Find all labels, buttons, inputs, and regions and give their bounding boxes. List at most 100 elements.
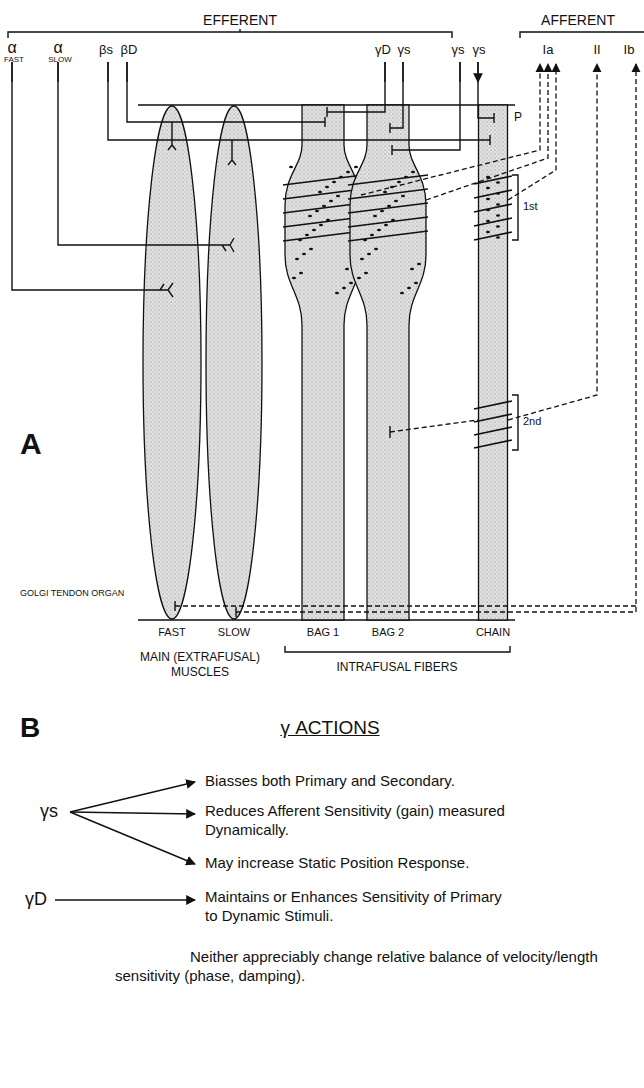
action-arrow (70, 812, 195, 814)
nucleus (377, 229, 381, 232)
region-label: 2nd (523, 415, 541, 429)
nucleus (342, 287, 346, 290)
action-arrow (55, 899, 195, 900)
nucleus (380, 210, 384, 213)
nucleus (486, 187, 490, 190)
nucleus (325, 186, 329, 189)
gamma-s-axon (390, 62, 403, 133)
coil-turn (474, 204, 512, 212)
nucleus (292, 277, 296, 280)
secondary-bracket (512, 395, 518, 450)
ia-afferent (361, 64, 540, 195)
fibre-label: BAG 2 (372, 626, 404, 638)
coil-turn (348, 217, 428, 227)
efferent-name: γs (40, 800, 58, 823)
group-label: INTRAFUSAL FIBERS (337, 660, 458, 675)
axon-name: FAST (4, 55, 24, 65)
axon-name: γD (375, 42, 391, 58)
nucleus (295, 258, 299, 261)
fibre-outline (478, 105, 508, 620)
region-label: P (514, 110, 522, 125)
nucleus (410, 268, 414, 271)
gamma-d-axon (327, 62, 385, 117)
nucleus (400, 292, 404, 295)
nucleus (289, 166, 293, 169)
capsule-line (138, 105, 515, 620)
nucleus (354, 166, 358, 169)
alpha-slow-axon (58, 62, 234, 252)
fibre-label: CHAIN (476, 626, 510, 638)
fibre-outline (142, 105, 202, 620)
action-text: Reduces Afferent Sensitivity (gain) meas… (205, 802, 505, 840)
nucleus (486, 231, 490, 234)
bag-fibre: BAG 2 (348, 105, 428, 620)
nucleus (486, 176, 490, 179)
group-label: MAIN (EXTRAFUSAL) MUSCLES (135, 650, 265, 680)
nucleus (346, 171, 350, 174)
nucleus (397, 181, 401, 184)
nucleus (367, 253, 371, 256)
axon-name: γs (452, 42, 465, 58)
fibre-body (206, 106, 262, 619)
nucleus (414, 282, 418, 285)
action-text: Biasses both Primary and Secondary. (205, 772, 455, 791)
ia-afferent (508, 64, 556, 200)
note-text: Neither appreciably change relative bala… (115, 948, 635, 986)
nucleus (486, 220, 490, 223)
nucleus (336, 195, 340, 198)
ii-branch (390, 420, 478, 432)
nucleus (417, 263, 421, 266)
nucleus (357, 277, 361, 280)
coil-turn (348, 175, 428, 185)
nucleus (302, 253, 306, 256)
nucleus (496, 203, 500, 206)
nucleus (411, 171, 415, 174)
action-arrow (70, 812, 195, 864)
axon-name: βD (121, 42, 138, 58)
nucleus (384, 224, 388, 227)
bag-fibre: BAG 1 (283, 105, 363, 620)
nucleus (335, 292, 339, 295)
nucleus (319, 224, 323, 227)
panel-letter: B (20, 710, 40, 745)
gamma-s-axon (478, 62, 494, 123)
coil-turn (474, 232, 512, 240)
nucleus (305, 234, 309, 237)
group-heading: EFFERENT (203, 12, 277, 30)
nucleus (349, 282, 353, 285)
fibre-label: SLOW (218, 626, 250, 638)
coil-turn (474, 401, 512, 409)
coil-turn (348, 189, 428, 199)
coil-turn (474, 414, 512, 422)
action-text: Maintains or Enhances Sensitivity of Pri… (205, 888, 515, 926)
nucleus (309, 248, 313, 251)
nucleus (373, 215, 377, 218)
region-label: 1st (523, 200, 538, 214)
nucleus (299, 272, 303, 275)
fibre-body (143, 106, 201, 619)
nucleus (401, 195, 405, 198)
action-arrow (70, 782, 195, 812)
nucleus (332, 181, 336, 184)
afferent-name: Ib (624, 42, 635, 58)
section-title: γ ACTIONS (280, 716, 379, 740)
axon-name: γs (473, 42, 486, 58)
efferent-bracket (8, 29, 452, 38)
gamma-s-axon (392, 62, 460, 155)
axon-name: γs (398, 42, 411, 58)
nucleus (370, 234, 374, 237)
beta-d-axon (127, 62, 325, 150)
fibre-label: FAST (158, 626, 186, 638)
intrafusal-bracket (285, 646, 510, 652)
nucleus (394, 200, 398, 203)
nucleus (496, 214, 500, 217)
extrafusal-fibre: SLOW (205, 105, 263, 620)
fibre-outline (348, 105, 428, 620)
beta-s-axon (108, 62, 490, 165)
coil-turn (474, 440, 512, 448)
nucleus (383, 191, 387, 194)
panel-letter: A (20, 425, 42, 463)
nucleus (496, 181, 500, 184)
nucleus (390, 186, 394, 189)
action-text: May increase Static Position Response. (205, 854, 469, 873)
